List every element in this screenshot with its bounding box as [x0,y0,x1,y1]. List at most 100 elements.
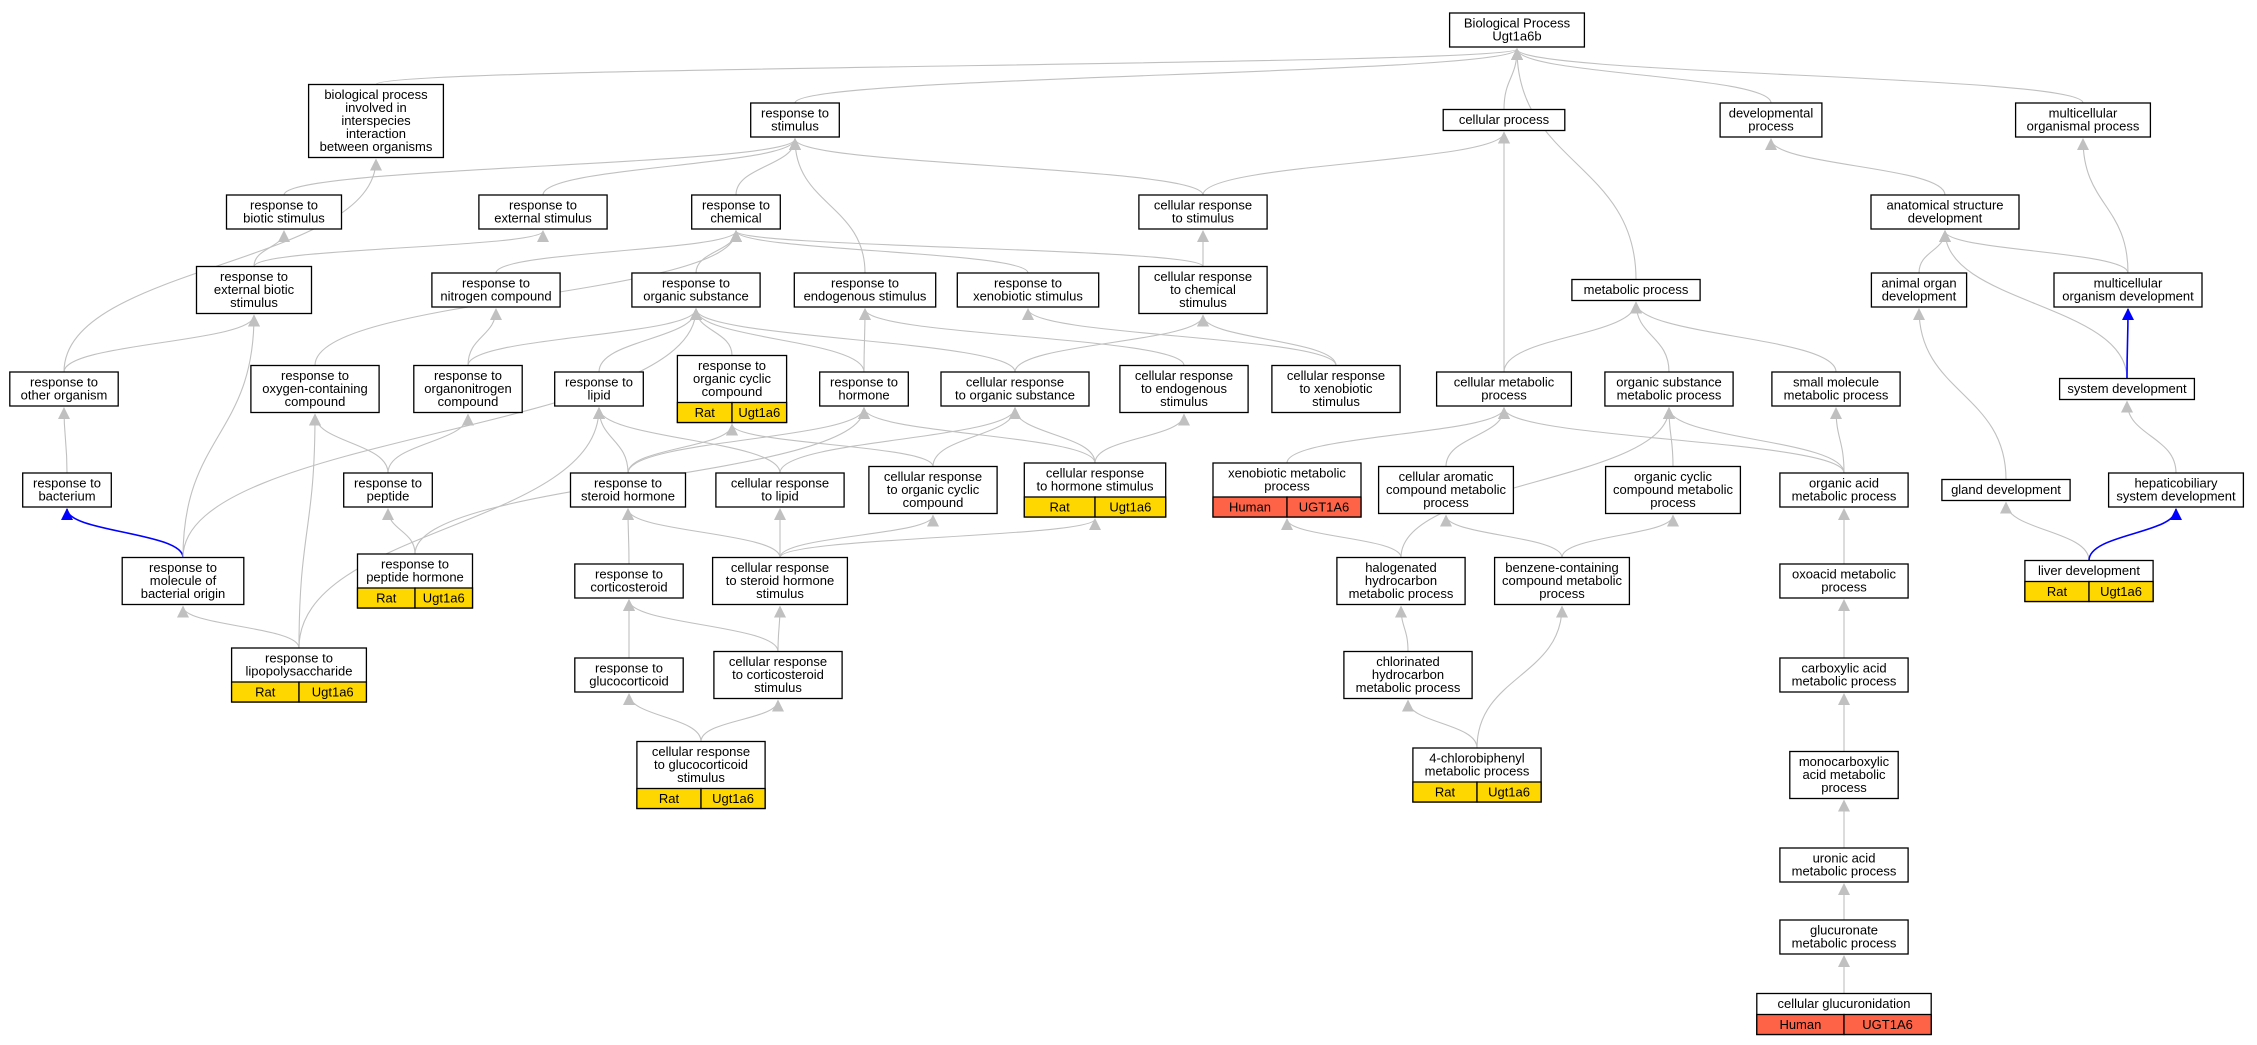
node-label-line: response to [381,557,449,572]
edge-resp-hormone-to-resp-organic-sub [690,308,865,373]
node-label-line: organismal process [2027,119,2140,134]
node-label-line: steroid hormone [581,489,675,504]
edge-cell-resp-chemical-to-resp-chemical [730,230,1204,267]
node-box [554,371,644,407]
edge-resp-organic-sub-to-resp-chemical [695,230,742,274]
node-label-line: corticosteroid [590,580,667,595]
node-box [1442,108,1566,132]
node-label-line: to stimulus [1172,211,1235,226]
node-label-line: peptide hormone [366,570,464,585]
edge-cell-resp-hormone-to-cell-resp-endogenous [1094,413,1190,464]
node-label-line: glucocorticoid [589,674,669,689]
node-box [195,265,313,315]
node-label-line: stimulus [1179,295,1227,310]
node-box [819,371,909,407]
node-metabolic-process[interactable]: metabolic process [1571,278,1701,302]
node-label-line: process [1264,479,1310,494]
edge-cell-resp-stimulus-to-resp-stimulus [789,138,1204,196]
node-box [2053,272,2203,308]
edge-halogenated-to-organic-sub-metabolic [1400,407,1675,558]
node-box [1571,278,1701,302]
node-label-line: cellular response [884,469,982,484]
node-label-line: monocarboxylic [1799,754,1890,769]
node-label-line: response to [662,276,730,291]
edge-resp-biotic-to-resp-stimulus [283,138,801,196]
node-box [868,465,998,515]
node-label-line: bacterium [38,489,95,504]
species-label: Rat [376,591,397,606]
node-gland-dev[interactable]: gland development [1941,478,2071,502]
node-system-dev[interactable]: system development [2058,377,2196,401]
node-label-line: xenobiotic metabolic [1228,466,1346,481]
node-label-line: animal organ [1881,276,1956,291]
node-label-line: anatomical structure [1886,198,2003,213]
node-cellular-process[interactable]: cellular process [1442,108,1566,132]
node-label-line: response to [831,276,899,291]
node-label-line: process [1481,388,1527,403]
node-label-line: multicellular [2049,106,2118,121]
node-label-line: stimulus [756,586,804,601]
